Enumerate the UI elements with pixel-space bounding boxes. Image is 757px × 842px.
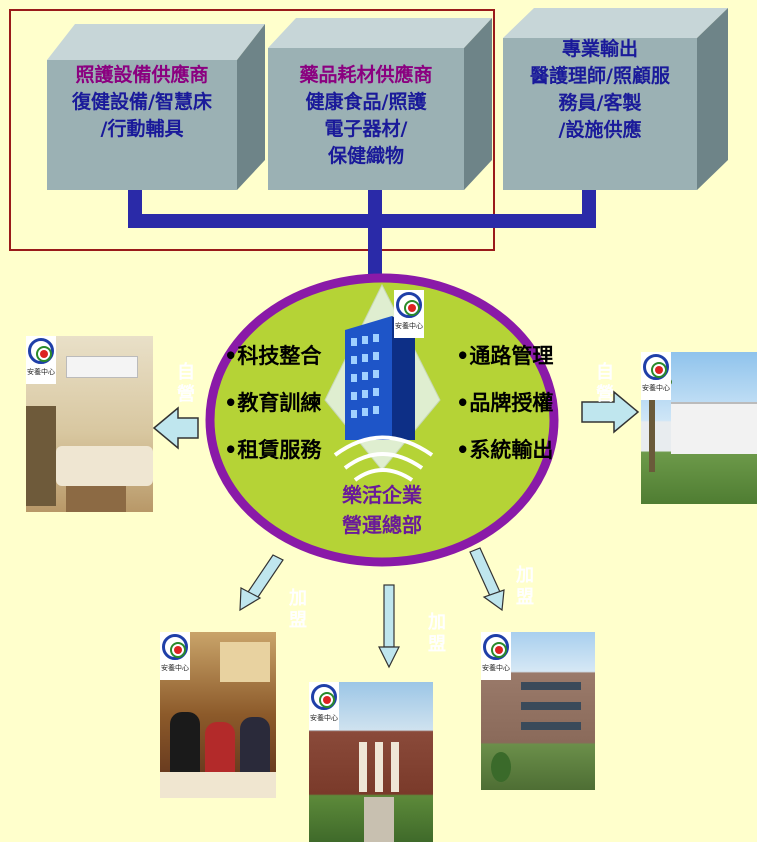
logo-text: 安養中心 [482,664,510,672]
branch-label-bottom-right: 加盟 [516,565,534,608]
logo-text: 安養中心 [395,322,423,330]
tree-connector [128,188,596,288]
arrow-bottom-right [469,547,505,612]
branch-label-right: 自營 [596,362,614,405]
box-line: 健康食品/照護 [305,91,427,113]
box-line: 務員/客製 [558,92,642,114]
hub-name-line: 營運總部 [342,513,422,537]
hub-name: 樂活企業 營運總部 [322,480,442,540]
box-supplier-medicine: 藥品耗材供應商 健康食品/照護 電子器材/ 保健織物 [266,62,466,170]
box-professional-output: 專業輸出 醫護理師/照顧服 務員/客製 /設施供應 [500,36,700,144]
hub-item-leasing: •租賃服務 [224,437,322,462]
box-line: 復健設備/智慧床 [72,91,212,113]
box-title: 藥品耗材供應商 [299,64,433,86]
box-2-shape [268,18,492,190]
branch-label-bottom-mid: 加盟 [428,612,446,655]
arrow-bottom-mid [378,584,400,669]
box-3-shape [503,8,728,190]
logo-text: 安養中心 [161,664,189,672]
logo-text: 安養中心 [310,714,338,722]
logo-text: 安養中心 [642,384,670,392]
box-line: /行動輔具 [100,118,184,140]
hub-name-line: 樂活企業 [342,483,422,507]
box-line: /設施供應 [558,119,642,141]
photo-living-room [26,336,153,512]
logo-living-room: 安養中心 [26,336,56,384]
logo-text: 安養中心 [27,368,55,376]
building-graphic [324,283,441,482]
arrow-left [152,406,199,450]
logo-multistorey-building: 安養中心 [481,632,511,680]
arrow-bottom-left [239,554,284,612]
center-logo: 安養中心 [394,290,424,338]
box-title: 照護設備供應商 [75,64,209,86]
hub-item-channel-management: •通路管理 [456,343,554,368]
hub-item-system-export: •系統輸出 [456,437,554,462]
logo-brick-building: 安養中心 [309,682,339,730]
hub-item-tech-integration: •科技整合 [224,343,322,368]
arrow-right [581,390,640,434]
box-1-shape [47,24,265,190]
box-line: 醫護理師/照顧服 [530,65,670,87]
box-line: 電子器材/ [324,118,408,140]
branch-label-left: 自營 [177,362,195,405]
hub-item-brand-licensing: •品牌授權 [456,390,554,415]
box-supplier-equipment: 照護設備供應商 復健設備/智慧床 /行動輔具 [47,62,237,143]
box-line: 保健織物 [327,145,404,167]
box-title: 專業輸出 [561,38,638,60]
branch-label-bottom-left: 加盟 [289,588,307,631]
logo-resort-building: 安養中心 [641,352,671,400]
hub-item-training: •教育訓練 [224,390,322,415]
logo-banquet: 安養中心 [160,632,190,680]
highlight-frame [9,9,495,251]
